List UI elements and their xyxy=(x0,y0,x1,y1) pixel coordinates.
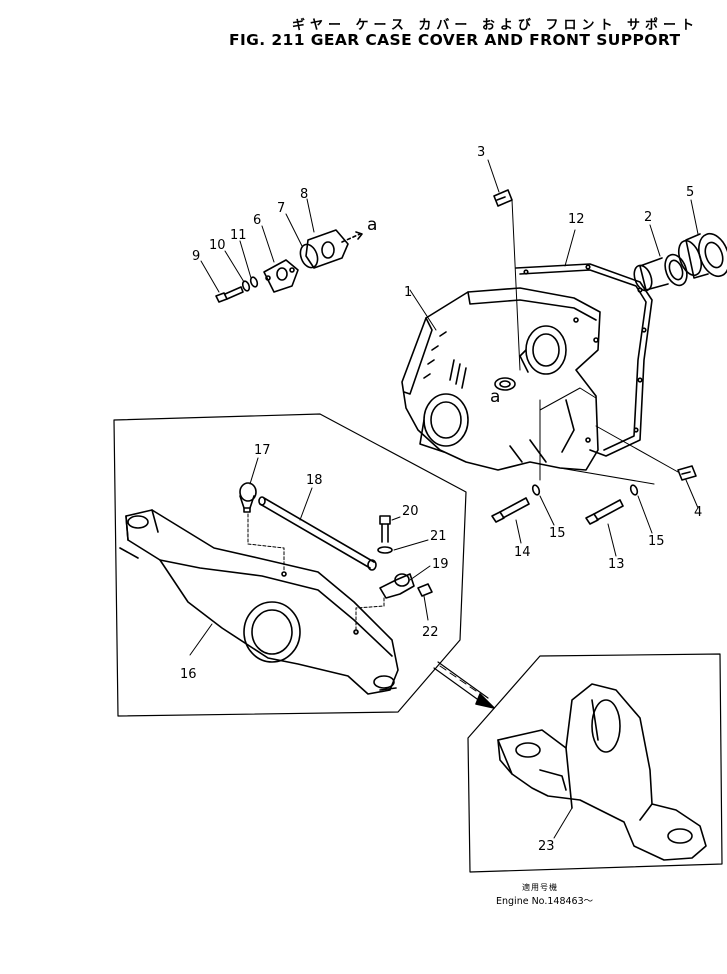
callout-9: 9 xyxy=(192,249,200,264)
callout-13: 13 xyxy=(608,557,625,572)
leader-12 xyxy=(564,229,576,267)
callout-16: 16 xyxy=(180,667,197,682)
part-15-washer-right xyxy=(629,484,639,496)
part-7-o-ring xyxy=(299,243,319,269)
leader-lines-top-left xyxy=(200,198,315,293)
reference-a-mid: a xyxy=(490,387,500,407)
callout-19: 19 xyxy=(432,557,449,572)
part-21-washer xyxy=(377,546,393,554)
part-9-bolt xyxy=(215,286,244,303)
callout-11: 11 xyxy=(230,228,247,243)
callout-22: 22 xyxy=(422,625,439,640)
leader-lines-bolts xyxy=(515,495,653,557)
leader-17 xyxy=(249,457,259,485)
callout-15-left: 15 xyxy=(549,526,566,541)
callout-18: 18 xyxy=(306,473,323,488)
leader-2 xyxy=(649,224,661,257)
callout-5: 5 xyxy=(686,185,694,200)
part-2-oil-seal xyxy=(633,253,688,292)
leader-23 xyxy=(553,807,573,839)
leader-13-link xyxy=(559,467,655,485)
leader-3-to-case xyxy=(511,199,521,371)
inset-box-front-support xyxy=(113,413,467,717)
callout-7: 7 xyxy=(277,201,285,216)
inset-box-alternate-support xyxy=(467,653,723,873)
leader-5 xyxy=(690,199,699,235)
part-13-bolt xyxy=(585,499,624,525)
part-22-nut xyxy=(417,583,433,597)
applicable-serial-label-jp: 適用号機 xyxy=(522,883,558,892)
part-20-bolt xyxy=(379,515,391,543)
part-5-bearing xyxy=(677,232,727,279)
part-6-flange xyxy=(263,259,299,293)
callout-20: 20 xyxy=(402,504,419,519)
part-17-grease-fitting xyxy=(239,482,257,513)
part-15-washer-left xyxy=(531,484,541,496)
part-8-cover-plate xyxy=(305,229,363,269)
callout-2: 2 xyxy=(644,210,652,225)
callout-6: 6 xyxy=(253,213,261,228)
callout-12: 12 xyxy=(568,212,585,227)
callout-23: 23 xyxy=(538,839,555,854)
leader-18 xyxy=(299,487,313,521)
leader-19 xyxy=(409,565,431,581)
leader-21 xyxy=(393,539,429,551)
leader-17-hole xyxy=(247,513,285,571)
callout-3: 3 xyxy=(477,145,485,160)
leader-3 xyxy=(487,159,500,193)
leader-22 xyxy=(423,595,429,621)
part-18-tube xyxy=(258,496,377,571)
page-title: FIG. 211 GEAR CASE COVER AND FRONT SUPPO… xyxy=(229,31,681,49)
part-12-gasket xyxy=(515,263,653,457)
part-14-bolt xyxy=(491,497,530,523)
callout-15-right: 15 xyxy=(648,534,665,549)
callout-8: 8 xyxy=(300,187,308,202)
leader-19-hole xyxy=(355,597,385,633)
callout-17: 17 xyxy=(254,443,271,458)
leader-20 xyxy=(391,516,401,521)
leader-4 xyxy=(685,479,699,509)
applicable-serial-label: Engine No.148463～ xyxy=(496,896,594,907)
arrow-to-alternate-support xyxy=(433,661,495,709)
part-16-front-support xyxy=(119,509,399,695)
title-japanese: ギヤー ケース カバー および フロント サポート xyxy=(292,18,699,33)
part-11-washer xyxy=(249,276,259,288)
leader-gasket-link xyxy=(539,387,597,411)
leader-1 xyxy=(409,289,437,331)
leader-4-dash xyxy=(595,425,679,473)
part-19-clip xyxy=(379,573,415,599)
callout-14: 14 xyxy=(514,545,531,560)
part-1-gear-case-cover xyxy=(401,287,601,471)
part-10-washer xyxy=(241,280,251,292)
callout-4: 4 xyxy=(694,505,702,520)
callout-1: 1 xyxy=(404,285,412,300)
reference-a-top: a xyxy=(367,215,377,235)
leader-16 xyxy=(189,623,213,656)
part-3-plug xyxy=(493,189,513,207)
part-4-plug xyxy=(677,465,697,481)
callout-21: 21 xyxy=(430,529,447,544)
callout-10: 10 xyxy=(209,238,226,253)
part-23-front-support xyxy=(497,683,707,861)
